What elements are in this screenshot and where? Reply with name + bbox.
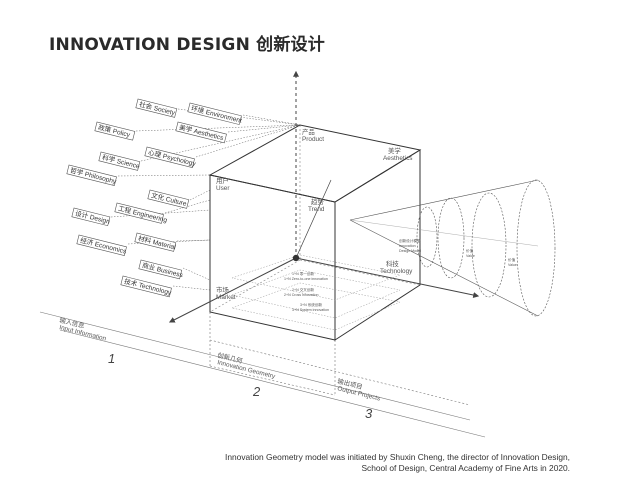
tag-box bbox=[135, 98, 178, 118]
tag-label: 政策 Policy bbox=[97, 122, 131, 139]
tag-box bbox=[76, 234, 127, 256]
technology-label-en: Technology bbox=[380, 268, 413, 275]
tag-layer: 社会 Society 环境 Environment 政策 Policy 美学 Aest… bbox=[66, 98, 243, 298]
tag-9: 工程 Engineering bbox=[114, 202, 169, 224]
tag-box bbox=[120, 275, 172, 298]
tag-label: 社会 Society bbox=[138, 99, 176, 117]
page-title: INNOVATION DESIGN 创新设计 bbox=[49, 35, 325, 55]
cone bbox=[349, 179, 556, 317]
inner-slice-labels: 1+N 零一创新 1+N Zero-to-one innovation 2+N … bbox=[284, 271, 329, 312]
cube-labels: 产品 Product 美学 Aesthetics 用户 User 趋势 Tren… bbox=[216, 127, 413, 301]
tag-6: 科学 Science bbox=[98, 151, 141, 171]
cone-label-value1-cn: 价值 bbox=[466, 248, 474, 253]
tag-3: 政策 Policy bbox=[94, 121, 136, 141]
slice-label-1-en: 1+N Zero-to-one innovation bbox=[284, 277, 328, 281]
aesthetics-label-cn: 美学 bbox=[388, 146, 401, 155]
product-label-cn: 产品 bbox=[302, 127, 315, 136]
ground-lines bbox=[39, 311, 486, 438]
tag-box bbox=[175, 121, 227, 144]
tag-label: 材料 Material bbox=[137, 233, 177, 251]
tag-13: 商业 Business bbox=[138, 259, 185, 280]
slice-label-3-cn: 3+N 系统创新 bbox=[300, 302, 322, 307]
tag-12: 经济 Economics bbox=[76, 234, 128, 256]
tag-1: 社会 Society bbox=[135, 98, 178, 118]
tag-label: 设计 Design bbox=[74, 208, 111, 225]
slice-label-2-cn: 2+N 交叉创新 bbox=[292, 287, 314, 292]
axes bbox=[168, 70, 480, 323]
slice-label-2-en: 2+N Cross innovation bbox=[284, 293, 318, 297]
innovation-geometry-en: Innovation Geometry bbox=[217, 359, 277, 380]
aesthetics-label-en: Aesthetics bbox=[383, 155, 412, 162]
cone-label-model-cn: 创新设计模型 bbox=[399, 238, 421, 243]
slice-label-3-en: 3+N System innovation bbox=[292, 308, 329, 312]
tag-label: 文化 Culture bbox=[150, 190, 188, 208]
tag-box bbox=[66, 164, 117, 186]
tag-box bbox=[71, 207, 111, 227]
step-number-2: 2 bbox=[252, 384, 261, 399]
origin-point bbox=[292, 254, 300, 262]
tag-11: 材料 Material bbox=[134, 232, 177, 252]
tag-box bbox=[144, 146, 195, 168]
cube bbox=[208, 124, 422, 341]
product-label-en: Product bbox=[302, 136, 324, 143]
market-label-en: Market bbox=[216, 294, 236, 301]
caption: Innovation Geometry model was initiated … bbox=[225, 452, 570, 474]
cone-label-value2-cn: 价值 bbox=[508, 257, 516, 262]
tag-box bbox=[187, 102, 242, 125]
step-number-1: 1 bbox=[108, 351, 115, 366]
cone-labels: 创新设计模型 Innovation Design Model 价值 Value … bbox=[399, 238, 517, 267]
caption-line-2: School of Design, Central Academy of Fin… bbox=[361, 463, 570, 473]
tag-14: 技术 Technology bbox=[120, 275, 173, 298]
tag-8: 文化 Culture bbox=[147, 189, 190, 209]
tag-10: 设计 Design bbox=[71, 207, 111, 227]
slice-label-1-cn: 1+N 零一创新 bbox=[292, 271, 314, 276]
trend-label-en: Trend bbox=[308, 206, 325, 213]
trend-label-cn: 趋势 bbox=[311, 197, 324, 206]
cube-inner-slices bbox=[231, 254, 401, 331]
tag-box bbox=[114, 202, 164, 224]
tag-2: 环境 Environment bbox=[187, 102, 243, 125]
user-label-cn: 用户 bbox=[216, 176, 229, 185]
caption-line-1: Innovation Geometry model was initiated … bbox=[225, 452, 570, 462]
tag-box bbox=[138, 259, 183, 280]
cone-label-model-en1: Innovation bbox=[399, 244, 416, 248]
tag-box bbox=[94, 121, 136, 141]
step-number-3: 3 bbox=[365, 406, 373, 421]
tag-label: 科学 Science bbox=[101, 152, 141, 170]
tag-5: 心理 Psychology bbox=[144, 146, 197, 168]
market-label-cn: 市场 bbox=[216, 285, 229, 294]
technology-label-cn: 科技 bbox=[386, 259, 399, 268]
tag-box bbox=[147, 189, 190, 209]
tag-box bbox=[98, 151, 141, 171]
cone-label-value1-en: Value bbox=[466, 254, 475, 258]
tag-7: 哲学 Philosophy bbox=[66, 164, 118, 186]
tag-box bbox=[134, 232, 177, 252]
cone-label-value2-en: Value bbox=[508, 263, 517, 267]
cube-hidden-edges bbox=[209, 125, 421, 313]
tag-4: 美学 Aesthetics bbox=[175, 121, 227, 144]
cone-label-model-en2: Design Model bbox=[399, 249, 421, 253]
user-label-en: User bbox=[216, 185, 230, 192]
